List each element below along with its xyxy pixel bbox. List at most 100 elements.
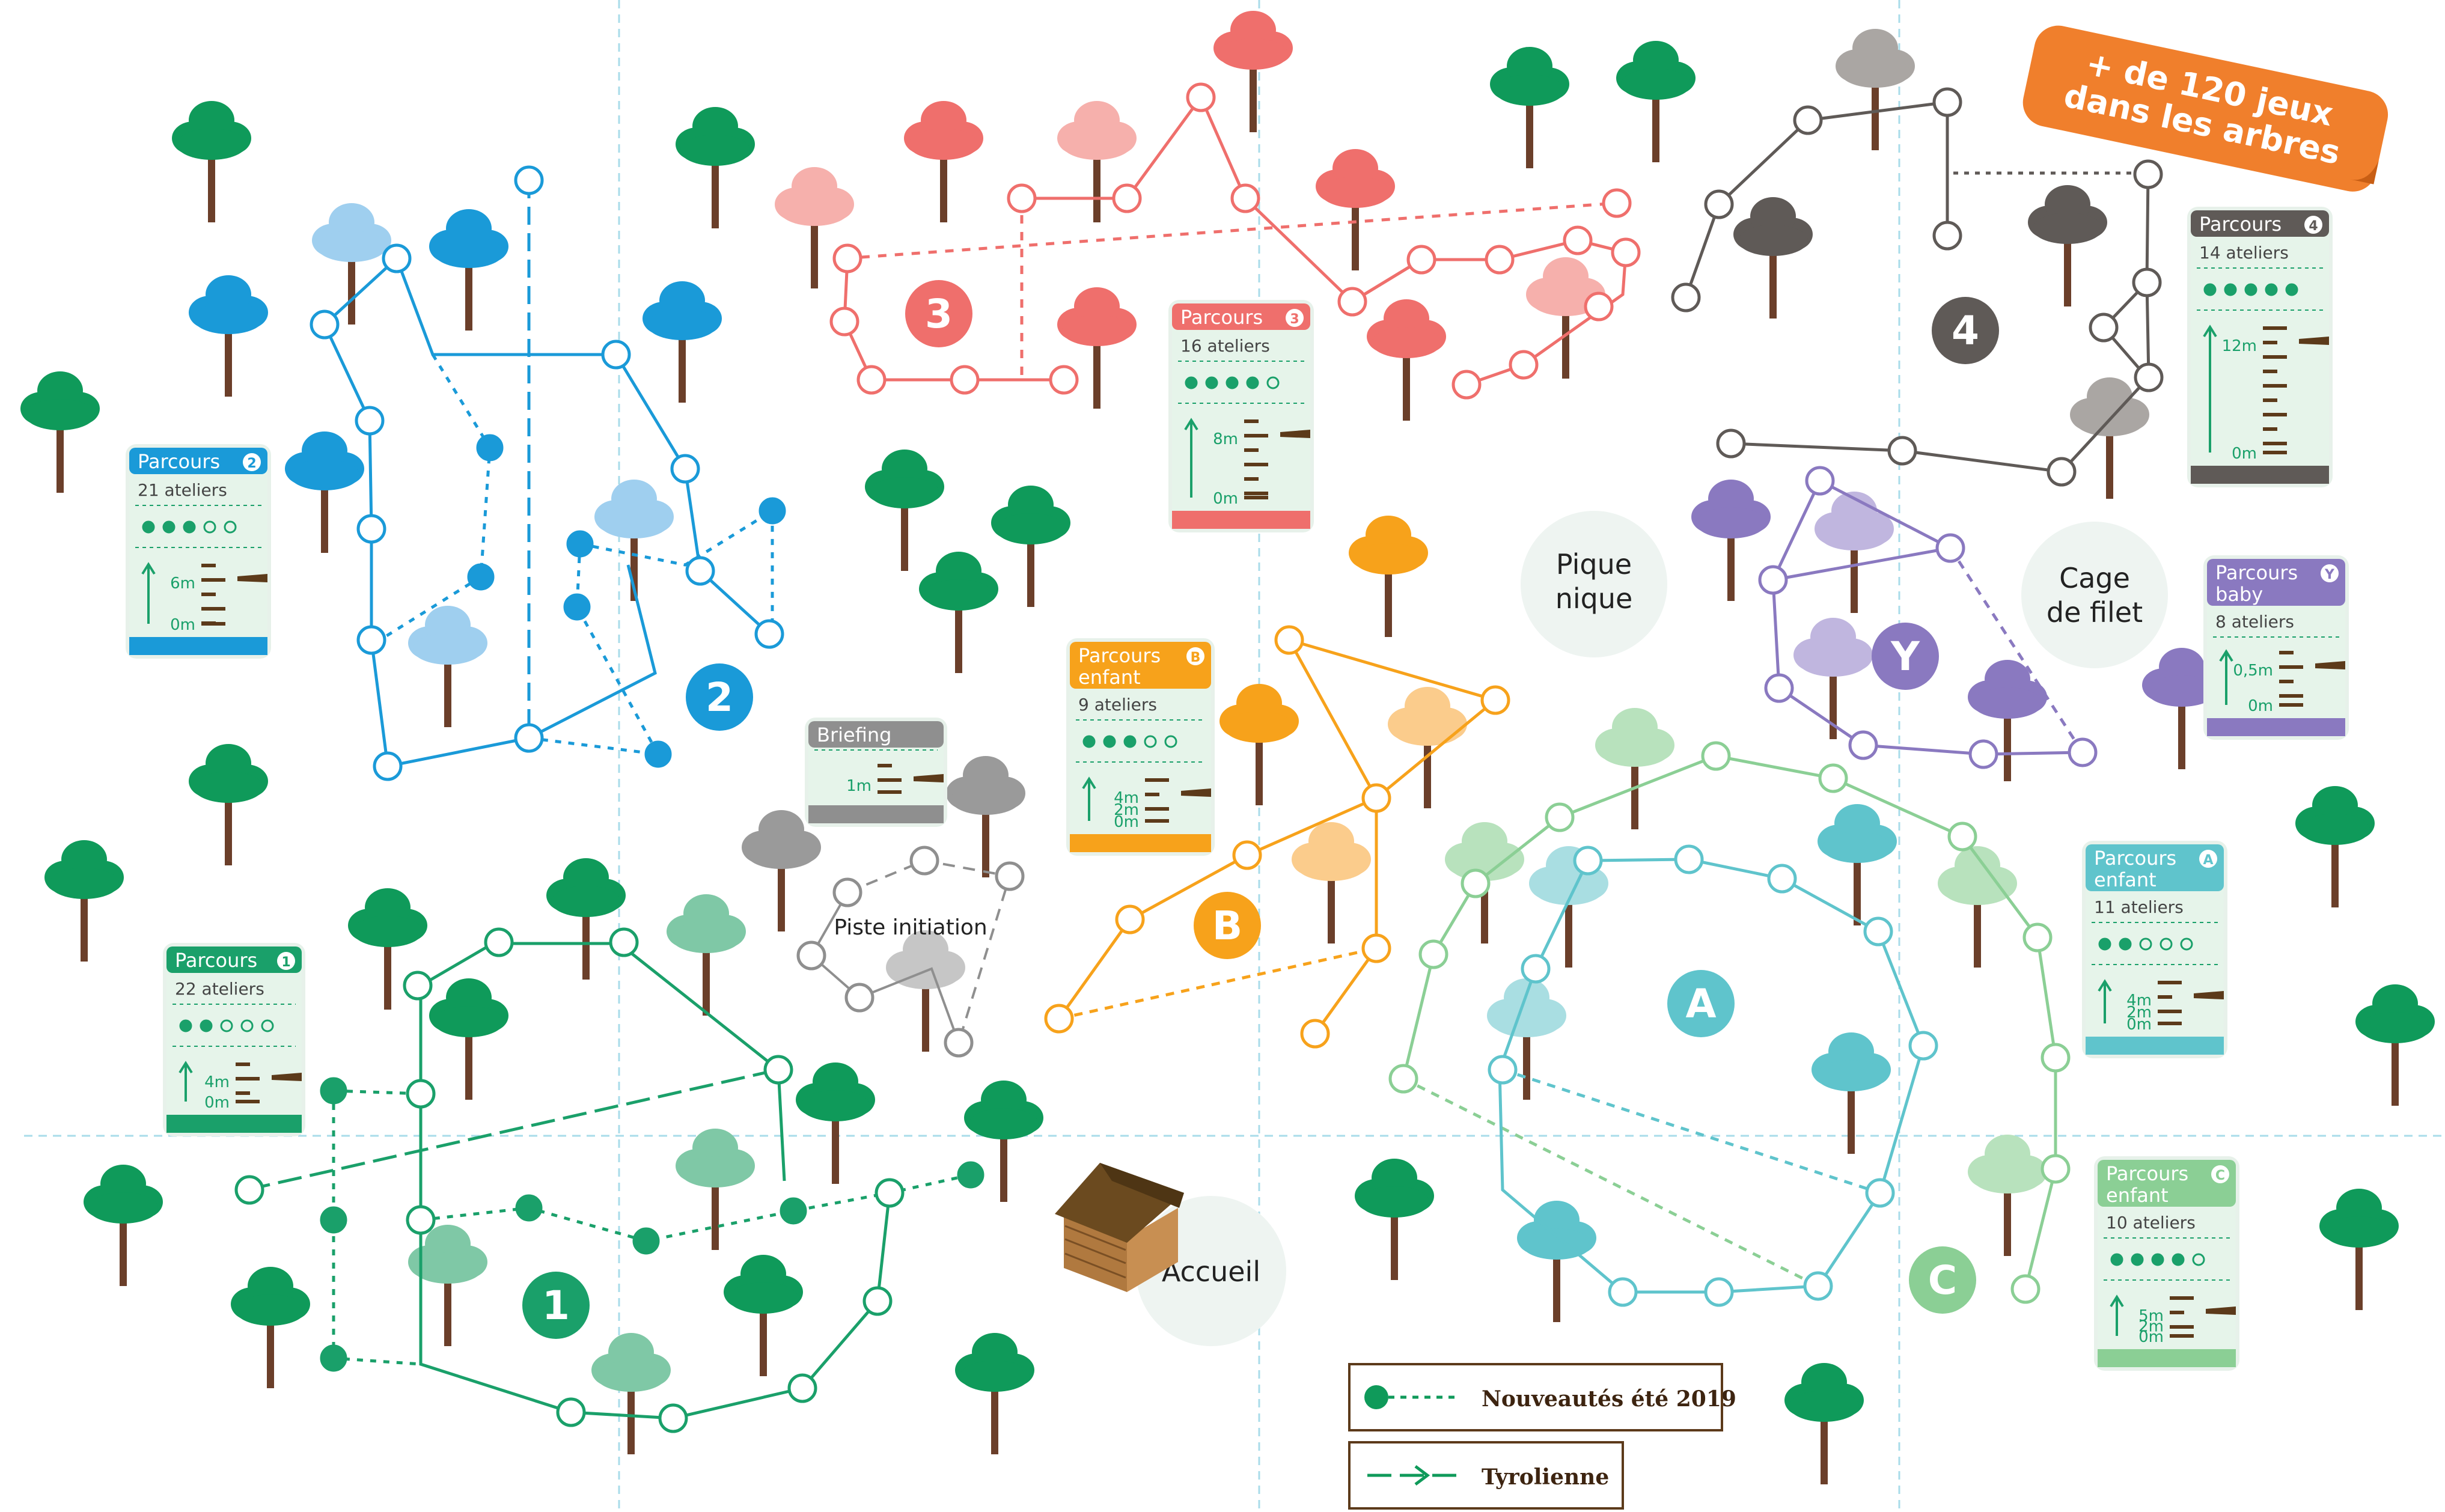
difficulty-dot	[203, 520, 216, 534]
tree-icon	[676, 107, 755, 228]
course-badge-2[interactable]: 2	[686, 663, 753, 731]
tree-icon	[955, 1333, 1034, 1454]
tree-icon	[946, 756, 1025, 877]
difficulty-dot	[2160, 937, 2173, 951]
station-node	[1300, 1019, 1330, 1049]
banner: + de 120 jeux dans les arbres	[2022, 25, 2389, 192]
course-badge-A-label: A	[1685, 981, 1716, 1027]
difficulty-dot	[1144, 735, 1157, 748]
height-marker-icon	[2299, 337, 2329, 345]
legend-new-dot-icon	[1364, 1385, 1388, 1409]
station-node	[796, 940, 826, 971]
difficulty-dot	[2244, 283, 2257, 296]
course-badge-C[interactable]: C	[1909, 1246, 1976, 1314]
pique-nique-label-1: Pique	[1556, 548, 1632, 581]
tree-icon	[742, 810, 821, 931]
piste-path	[847, 861, 1010, 1043]
tree-icon	[1316, 149, 1395, 270]
station-node	[2132, 267, 2162, 297]
station-node	[1186, 82, 1216, 112]
station-node	[1485, 245, 1515, 275]
height-label: 0m	[204, 1094, 230, 1112]
course-badge-3[interactable]: 3	[905, 280, 972, 347]
station-node	[632, 1227, 660, 1255]
height-label: 6m	[170, 575, 195, 593]
height-label: 0m	[2232, 445, 2257, 463]
station-node	[1044, 1004, 1074, 1034]
station-node	[1935, 533, 1965, 563]
height-label: 2m	[1114, 801, 1139, 819]
height-label: 4m	[2126, 992, 2152, 1010]
course-badge-4-label: 4	[1952, 308, 1979, 354]
difficulty-dot	[200, 1019, 213, 1032]
station-node	[1232, 840, 1262, 870]
card-badge: 4	[2309, 219, 2318, 234]
height-marker-icon	[272, 1073, 302, 1081]
station-node	[763, 1055, 793, 1085]
card-ateliers: 22 ateliers	[175, 979, 264, 999]
course-badge-B[interactable]: B	[1194, 892, 1261, 959]
difficulty-dot	[2131, 1253, 2144, 1266]
height-label: 0m	[2248, 697, 2273, 715]
course-badge-4[interactable]: 4	[1932, 297, 1999, 364]
station-node	[1805, 466, 1835, 496]
tree-icon	[1818, 804, 1897, 925]
station-node	[1388, 1064, 1418, 1094]
station-node	[754, 619, 784, 649]
tree-icon	[2028, 185, 2107, 306]
difficulty-dot	[1123, 735, 1137, 748]
tree-icon	[991, 486, 1070, 607]
card-subtitle: enfant	[2094, 868, 2157, 891]
station-node	[780, 1197, 807, 1225]
station-node	[1863, 916, 1893, 947]
station-node	[320, 1206, 347, 1234]
tree-icon	[1213, 11, 1293, 132]
course-badge-Y[interactable]: Y	[1872, 623, 1939, 690]
tree-icon	[408, 606, 487, 727]
tree-icon	[1793, 618, 1873, 739]
card-ateliers: 9 ateliers	[1078, 695, 1157, 715]
card-badge: 2	[247, 456, 256, 471]
card-ateliers: 16 ateliers	[1180, 336, 1270, 356]
tree-icon	[2355, 984, 2435, 1106]
difficulty-dot	[2180, 937, 2193, 951]
course-badge-A[interactable]: A	[1667, 970, 1735, 1037]
station-node	[759, 497, 786, 525]
station-node	[1230, 183, 1260, 213]
card-badge: B	[1191, 650, 1201, 665]
station-node	[403, 971, 433, 1001]
station-node	[1418, 939, 1448, 969]
station-node	[1488, 1055, 1518, 1085]
station-node	[2041, 1043, 2071, 1073]
station-node	[1545, 802, 1575, 832]
card-ateliers: 8 ateliers	[2215, 612, 2294, 632]
station-node	[1480, 685, 1510, 715]
station-node	[566, 530, 594, 558]
course-badge-1[interactable]: 1	[522, 1272, 590, 1339]
difficulty-dot	[2098, 937, 2111, 951]
station-node	[467, 563, 495, 591]
tree-icon	[775, 167, 854, 288]
course-2-new	[528, 736, 659, 756]
course-3-zipline	[844, 201, 1617, 260]
course-badge-3-label: 3	[925, 291, 953, 337]
station-node	[1932, 221, 1962, 251]
station-node	[2133, 159, 2163, 189]
station-node	[356, 625, 386, 655]
station-node	[2010, 1274, 2041, 1304]
tree-icon	[1292, 822, 1371, 943]
tree-icon	[1349, 516, 1428, 637]
station-node	[234, 1175, 264, 1205]
